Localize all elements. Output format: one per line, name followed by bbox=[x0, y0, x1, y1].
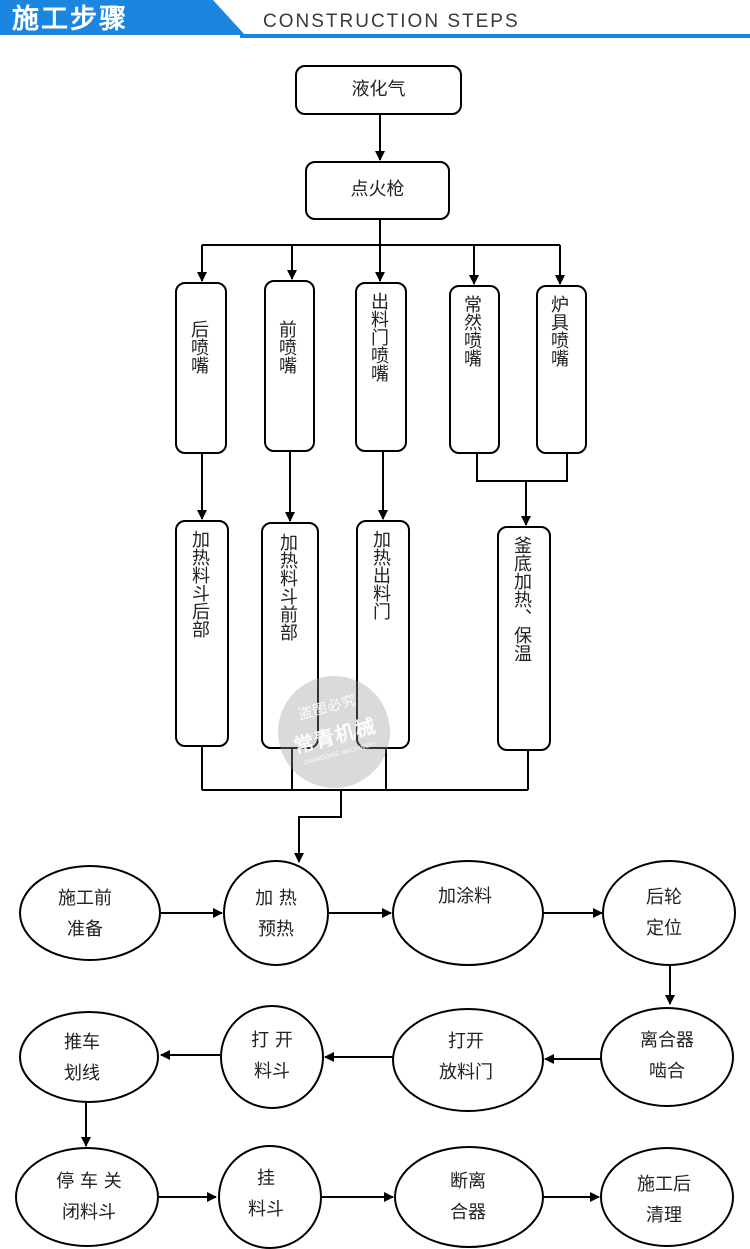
box-heat-3 bbox=[356, 520, 410, 749]
step-open-hopper bbox=[220, 1005, 324, 1109]
box-igniter bbox=[305, 161, 450, 220]
label-step-prep: 施工前 准备 bbox=[58, 888, 112, 940]
box-nozzle-3 bbox=[355, 282, 407, 452]
label-step-open-hopper: 打 开 料斗 bbox=[251, 1030, 293, 1082]
step-clutch-engage bbox=[600, 1007, 734, 1107]
label-heat-1: 加热料斗后部 bbox=[189, 530, 210, 638]
label-nozzle-3: 出料门喷嘴 bbox=[368, 292, 389, 382]
arrow-merge-to-preheat bbox=[294, 790, 342, 863]
label-step-clutch-engage: 离合器 啮合 bbox=[640, 1030, 694, 1082]
label-step-rear-wheel: 后轮 定位 bbox=[646, 887, 682, 939]
label-heat-2: 加热料斗前部 bbox=[277, 533, 298, 641]
label-nozzle-5: 炉具喷嘴 bbox=[548, 295, 569, 367]
label-igniter: 点火枪 bbox=[350, 179, 405, 200]
label-heat-4: 釜底加热、保温 bbox=[511, 536, 532, 662]
label-heat-3: 加热出料门 bbox=[370, 530, 391, 620]
section-header: 施工步骤 CONSTRUCTION STEPS bbox=[0, 0, 750, 44]
label-nozzle-4: 常然喷嘴 bbox=[461, 295, 482, 367]
box-heat-4 bbox=[497, 526, 551, 751]
label-step-cleanup: 施工后 清理 bbox=[637, 1174, 691, 1226]
header-underline bbox=[240, 34, 750, 38]
step-cleanup bbox=[600, 1147, 734, 1247]
label-step-mark-line: 推车 划线 bbox=[64, 1032, 100, 1084]
label-step-hang-hopper: 挂 料斗 bbox=[248, 1168, 284, 1220]
header-title-en: CONSTRUCTION STEPS bbox=[263, 11, 520, 32]
header-title-cn: 施工步骤 bbox=[12, 4, 128, 35]
join-nozzle4-5 bbox=[476, 453, 568, 482]
label-step-stop-close: 停 车 关 闭料斗 bbox=[56, 1171, 122, 1223]
step-coating bbox=[392, 860, 544, 966]
header-banner bbox=[0, 0, 750, 38]
box-nozzle-5 bbox=[536, 285, 587, 454]
label-source: 液化气 bbox=[351, 79, 406, 100]
box-heat-2 bbox=[261, 522, 319, 749]
label-nozzle-1: 后喷嘴 bbox=[188, 320, 209, 374]
label-step-disengage: 断离 合器 bbox=[450, 1171, 486, 1223]
label-step-coating: 加涂料 bbox=[438, 886, 492, 907]
box-nozzle-4 bbox=[449, 285, 500, 454]
label-step-open-door: 打开 放料门 bbox=[439, 1031, 493, 1083]
step-mark-line bbox=[19, 1011, 159, 1103]
label-step-preheat: 加 热 预热 bbox=[255, 888, 297, 940]
step-open-door bbox=[392, 1008, 544, 1112]
box-source bbox=[295, 65, 462, 115]
label-nozzle-2: 前喷嘴 bbox=[276, 320, 297, 374]
header-title-background bbox=[0, 0, 245, 35]
